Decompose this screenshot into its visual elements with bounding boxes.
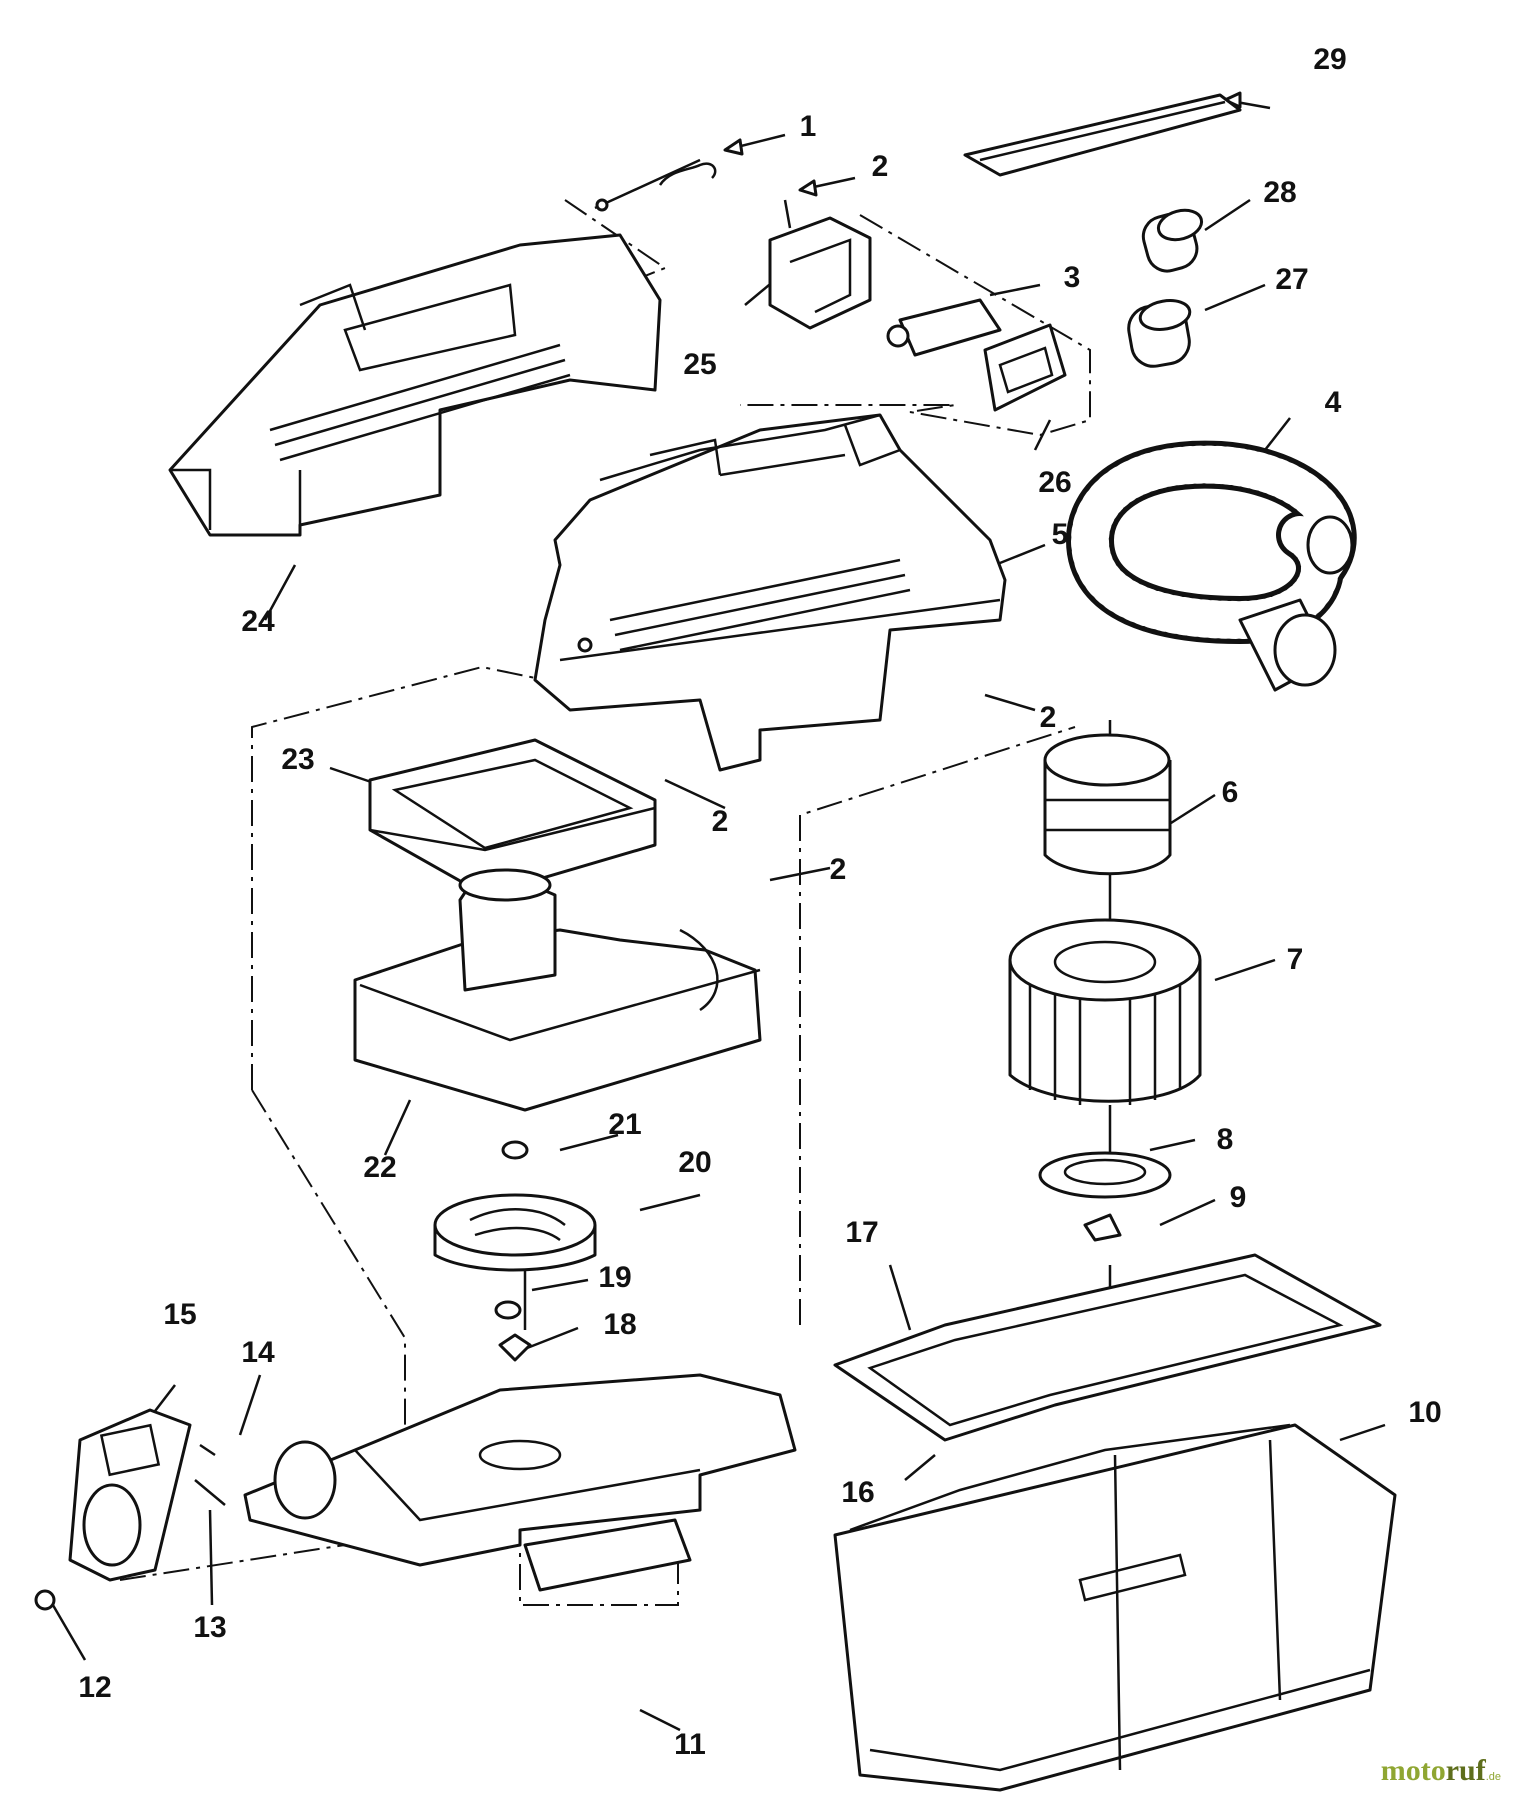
callout-22: 22: [363, 1151, 397, 1184]
part-switch-plate: [983, 323, 1067, 412]
part-filter-strip: [963, 93, 1242, 177]
callout-16: 16: [841, 1476, 875, 1509]
callout-13: 13: [193, 1611, 227, 1644]
callout-6: 6: [1221, 776, 1239, 809]
callout-25: 25: [683, 348, 717, 381]
callout-10: 10: [1408, 1396, 1442, 1429]
callout-21: 21: [608, 1108, 642, 1141]
callout-3: 3: [1063, 261, 1081, 294]
callout-7: 7: [1286, 943, 1304, 976]
callout-14: 14: [241, 1336, 275, 1369]
callout-2: 2: [1039, 701, 1057, 734]
part-base: [243, 1373, 797, 1592]
callout-12: 12: [78, 1671, 112, 1704]
callout-27: 27: [1275, 263, 1309, 296]
callout-11: 11: [674, 1728, 706, 1761]
part-front-plate: [34, 1408, 226, 1611]
callout-20: 20: [678, 1146, 712, 1179]
part-tank-gasket: [833, 1253, 1382, 1442]
callout-18: 18: [603, 1308, 637, 1341]
callout-15: 15: [163, 1298, 197, 1331]
part-caps: [1127, 208, 1204, 368]
callout-4: 4: [1324, 386, 1342, 419]
watermark-part-b: ruf: [1445, 1754, 1486, 1787]
part-motor-assembly: [353, 868, 762, 1112]
callout-24: 24: [241, 605, 275, 638]
callout-19: 19: [598, 1261, 632, 1294]
part-impeller-stack: [433, 1140, 597, 1362]
callout-28: 28: [1263, 176, 1297, 209]
part-cord-assembly: [594, 158, 717, 212]
part-tank: [833, 1423, 1397, 1792]
callout-1: 1: [799, 110, 817, 143]
callout-8: 8: [1216, 1123, 1234, 1156]
watermark-suffix: .de: [1485, 1771, 1501, 1783]
callout-26: 26: [1038, 466, 1072, 499]
callout-17: 17: [845, 1216, 879, 1249]
part-gasket: [368, 738, 657, 897]
part-rear-cover: [168, 233, 662, 537]
callout-2: 2: [829, 853, 847, 886]
callout-5: 5: [1051, 518, 1069, 551]
callout-9: 9: [1229, 1181, 1247, 1214]
part-switch-housing: [768, 199, 872, 330]
part-switch: [886, 298, 1002, 357]
callout-2: 2: [711, 805, 729, 838]
site-watermark: motoruf.de: [1381, 1754, 1501, 1788]
callout-23: 23: [281, 743, 315, 776]
callout-2: 2: [871, 150, 889, 183]
callout-29: 29: [1313, 43, 1347, 76]
part-filter-stack: [1008, 733, 1202, 1242]
watermark-part-a: moto: [1380, 1754, 1446, 1787]
part-top-cover: [533, 413, 1007, 772]
part-hose: [1065, 440, 1357, 692]
